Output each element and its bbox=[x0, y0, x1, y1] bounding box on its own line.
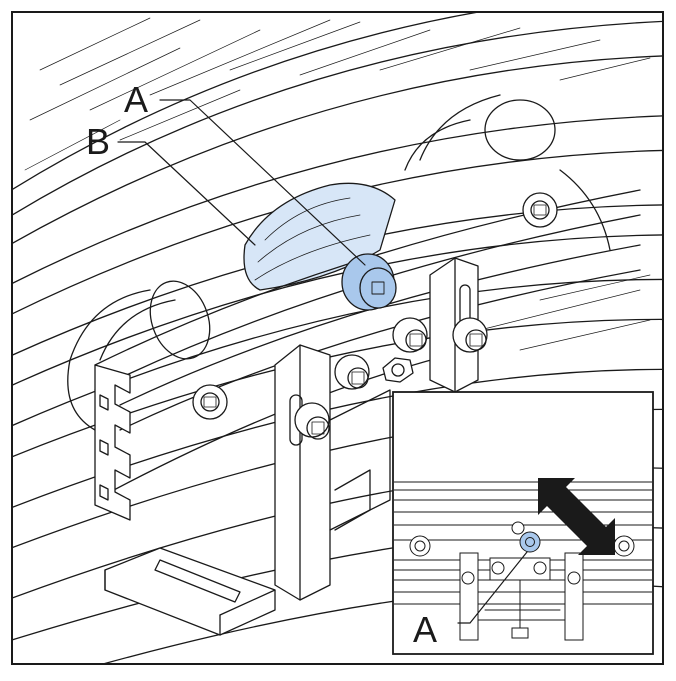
label-a-inset: A bbox=[413, 609, 437, 650]
bracket-nut bbox=[382, 357, 414, 383]
inset-bolt-right bbox=[613, 535, 635, 557]
surface-hatching bbox=[24, 17, 651, 351]
bracket-bolt-3 bbox=[392, 317, 428, 353]
inset-leader-line-a bbox=[457, 551, 528, 624]
inset-bolt-left bbox=[409, 535, 431, 557]
leader-line-b bbox=[117, 141, 256, 246]
eccentric-bolt-a bbox=[341, 253, 397, 311]
right-bracket bbox=[429, 257, 479, 393]
wheel-part-b bbox=[243, 182, 396, 291]
right-bracket-bolt bbox=[452, 317, 488, 353]
rear-roller-left bbox=[67, 280, 211, 431]
label-b-main: B bbox=[86, 121, 110, 162]
rail-bolt-right bbox=[522, 192, 558, 228]
rail-bolt-left bbox=[192, 384, 228, 420]
detail-inset: A bbox=[392, 391, 654, 655]
bracket-bolt-2 bbox=[334, 354, 370, 390]
double-arrow-icon bbox=[538, 478, 615, 555]
rear-roller-right bbox=[404, 94, 611, 251]
label-a-main: A bbox=[124, 79, 148, 120]
inset-eccentric-bolt-a bbox=[511, 521, 541, 553]
leader-line-a bbox=[159, 99, 366, 266]
base-plate bbox=[104, 547, 276, 636]
rail-end-profile bbox=[94, 364, 131, 521]
bracket-bolt-1 bbox=[294, 402, 330, 440]
